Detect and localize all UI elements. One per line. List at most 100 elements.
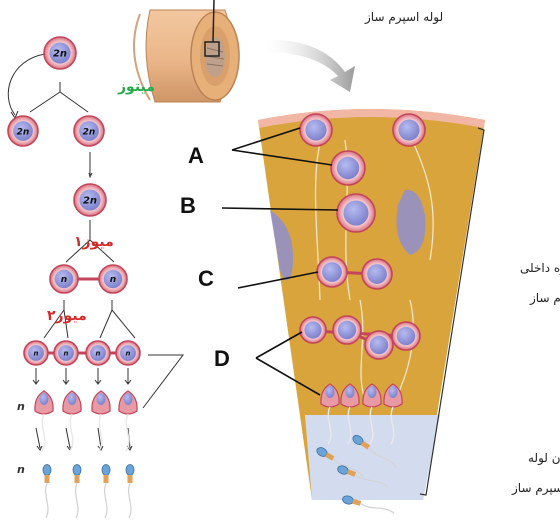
meiosis1-label: میوز۱ [74, 234, 114, 250]
sperm-4 [125, 464, 135, 519]
sperm-1-tail [44, 482, 49, 519]
spermatid-1-tail [41, 413, 46, 452]
secondary-spermatocyte-right-label: n [110, 275, 116, 285]
secondary-spermatocyte-left-nucleus [54, 269, 74, 289]
meiosis2-label: میوز۲ [47, 308, 87, 324]
wedge-spermatogonium-1 [299, 113, 333, 147]
wedge-late-spermatid-3 [362, 383, 382, 445]
early-spermatid-2: n [53, 340, 79, 366]
wedge-spermatogonium-2-nucleus [398, 119, 420, 141]
spermatid-1-nucleus [39, 393, 49, 405]
sperm-3-tail [103, 482, 108, 519]
spermatogonium-committed-nucleus [79, 121, 99, 141]
sperm-2 [72, 464, 82, 519]
lumen-sperm-1-midpiece [325, 452, 335, 461]
early-spermatid-1-nucleus [28, 345, 44, 361]
wedge-spermatid-2 [332, 315, 362, 345]
wedge-secondary-spermatocyte-1 [316, 256, 348, 288]
wedge-secondary-spermatocyte-1-nucleus [322, 262, 342, 282]
lumen-sperm-4-tail [360, 502, 395, 514]
lineage-connectors [7, 53, 185, 451]
ploidy-side-labels: n n [17, 400, 25, 476]
spermatogonium-top-label: 2n [53, 49, 67, 60]
mitosis-loop-arrow [7, 53, 46, 116]
spermatid-3 [91, 390, 111, 452]
sperm-ploidy-label: n [17, 463, 25, 476]
stage-letter-b: B [180, 193, 196, 218]
wedge-primary-spermatocyte-a-nucleus [336, 156, 360, 180]
seminiferous-tube-illustration [133, 0, 240, 103]
lumen-sperm-1 [316, 447, 364, 478]
wedge-primary-spermatocyte-b-nucleus [343, 200, 369, 226]
spermatogonium-top-nucleus [49, 42, 71, 64]
spermatogonium-renewed-label: 2n [17, 127, 30, 137]
spermatid-1 [34, 390, 54, 452]
early-spermatid-1-label: n [34, 350, 39, 358]
early-spermatid-2-label: n [64, 350, 69, 358]
wall-label-line-2: لوله اسپرم ساز [529, 291, 560, 306]
spermatid-4-nucleus [123, 393, 133, 405]
stage-letter-c: C [198, 266, 214, 291]
lumen-sperm-4 [342, 495, 395, 514]
wall-bracket [419, 127, 485, 496]
lumen-label: حفره درون لوله اسپرم ساز [511, 451, 560, 496]
wall-label-line-1: دیواره داخلی [520, 261, 560, 276]
wedge-primary-spermatocyte-a [330, 150, 366, 186]
wedge-late-spermatid-2 [340, 383, 360, 445]
pointer-line-c [237, 271, 319, 289]
wedge-late-spermatid-2-nucleus [345, 386, 355, 398]
spermatogonium-committed: 2n [73, 115, 105, 147]
pointer-lines [221, 127, 339, 396]
sperm-2-tail [74, 482, 79, 519]
wall-label: دیواره داخلی لوله اسپرم ساز [520, 261, 560, 306]
wedge-primary-spermatocyte-b [336, 193, 376, 233]
wedge-late-spermatid-2-tail [347, 406, 352, 445]
pointer-line-b [221, 207, 339, 211]
spermatid-2-tail [69, 413, 74, 452]
wedge-spermatid-3 [364, 330, 394, 360]
stage-letter-d: D [214, 346, 230, 371]
wedge-late-spermatid-3-nucleus [367, 386, 377, 398]
primary-spermatocyte-label: 2n [83, 196, 97, 207]
early-spermatid-3-nucleus [90, 345, 106, 361]
stage-letters: A B C D [180, 143, 230, 371]
spermatogonium-renewed-nucleus [13, 121, 33, 141]
wedge-late-spermatid-4 [383, 383, 403, 445]
wedge-late-spermatid-1-tail [327, 406, 332, 445]
spermatid-ploidy-label: n [17, 400, 25, 413]
secondary-spermatocyte-right: n [98, 264, 128, 294]
lumen-sperm-1-tail [332, 458, 364, 478]
lumen-sperm-3-midpiece [360, 440, 371, 450]
wedge-spermatid-4 [391, 321, 421, 351]
wedge-spermatogonium-2 [392, 113, 426, 147]
wedge-cells [299, 113, 426, 514]
wedge-late-spermatid-3-tail [369, 406, 374, 445]
pointer-line-d [255, 331, 321, 396]
spermatogonium-top: 2n [43, 36, 77, 70]
sperm-group [42, 464, 135, 519]
secondary-spermatocyte-right-nucleus [103, 269, 123, 289]
wedge-secondary-spermatocyte-2-nucleus [367, 264, 387, 284]
lumen-sperm-2-tail [354, 473, 389, 488]
sperm-1-head [42, 464, 52, 476]
early-spermatid-3: n [85, 340, 111, 366]
wedge-spermatid-3-nucleus [369, 335, 389, 355]
early-spermatid-1: n [23, 340, 49, 366]
spermatid-3-tail [98, 413, 103, 452]
secondary-spermatocyte-left: n [49, 264, 79, 294]
pointer-line-a [231, 127, 333, 166]
sperm-3-head [101, 464, 111, 476]
mitosis-label: میتوز [117, 79, 155, 95]
early-spermatid-3-label: n [96, 350, 101, 358]
wedge-late-spermatid-4-tail [390, 406, 395, 445]
early-spermatid-4: n [115, 340, 141, 366]
lumen-label-line-2: اسپرم ساز [511, 481, 560, 496]
early-spermatid-4-label: n [126, 350, 131, 358]
lineage-cells: 2n 2n 2n 2n n n n n n n [7, 36, 141, 452]
spermatid-2 [62, 390, 82, 452]
spermatid-2-nucleus [67, 393, 77, 405]
sperm-4-tail [127, 482, 132, 519]
sperm-1 [42, 464, 52, 519]
sperm-4-head [125, 464, 135, 476]
